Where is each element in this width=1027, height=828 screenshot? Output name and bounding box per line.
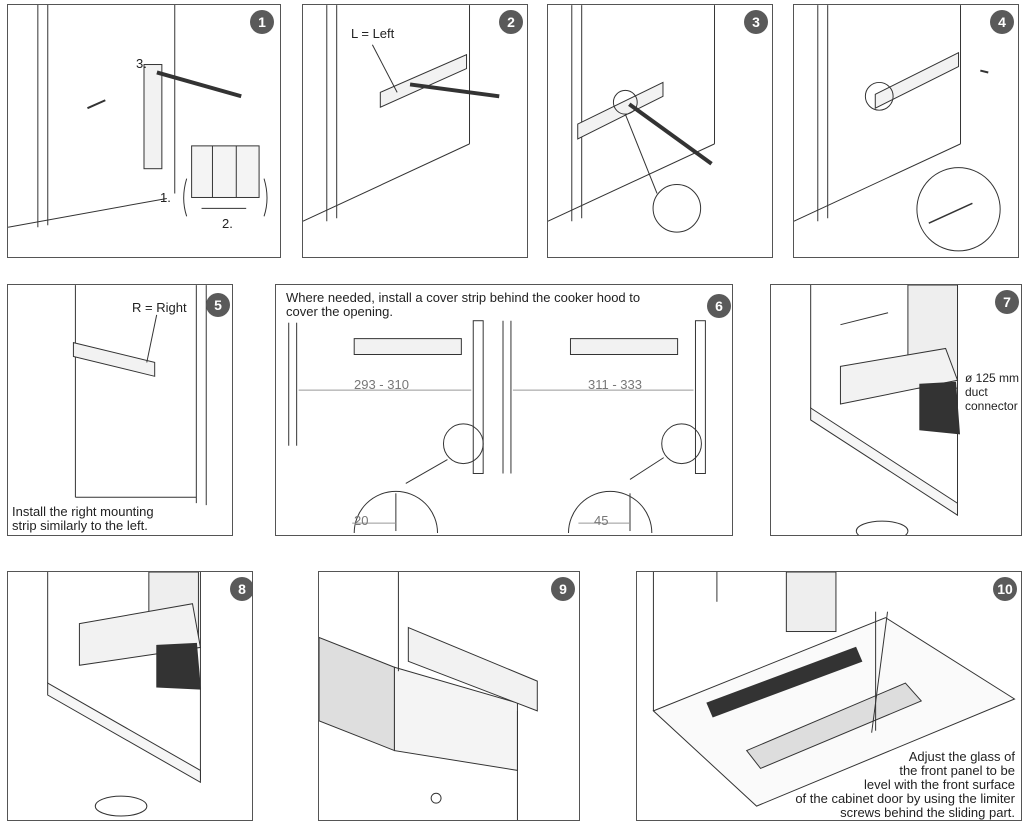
- step-7-panel: 7 ø 125 mm duct connector: [770, 284, 1022, 536]
- step-3-illustration: [548, 5, 716, 233]
- step-5-illustration: [72, 285, 207, 506]
- duct-connector-label-1: ø 125 mm: [965, 371, 1020, 385]
- step-10-caption-line-2: the front panel to be: [899, 763, 1015, 778]
- duct-connector-label-3: connector: [965, 399, 1018, 413]
- left-offset-dim: 20: [354, 513, 369, 528]
- step-1-illustration: [8, 5, 268, 228]
- step-10-caption-line-3: level with the front surface: [863, 777, 1015, 792]
- right-label: R = Right: [132, 300, 187, 315]
- step-label-1: 1.: [160, 190, 171, 205]
- step-2-panel: 2 L = Left: [302, 4, 528, 258]
- step-number-badge: 6: [707, 294, 731, 318]
- step-8-panel: 8: [7, 571, 253, 821]
- step-6-caption-line-2: cover the opening.: [286, 304, 393, 319]
- right-offset-dim: 45: [594, 513, 609, 528]
- step-number-badge: 3: [744, 10, 768, 34]
- step-1-panel: 1 3. 1. 2.: [7, 4, 281, 258]
- step-number-badge: 2: [499, 10, 523, 34]
- step-number-badge: 4: [990, 10, 1014, 34]
- step-4-panel: 4: [793, 4, 1019, 258]
- step-10-caption-line-4: of the cabinet door by using the limiter: [795, 791, 1015, 806]
- step-number-badge: 7: [995, 290, 1019, 314]
- step-number-badge: 10: [993, 577, 1017, 601]
- step-5-caption-line-2: strip similarly to the left.: [12, 518, 148, 533]
- left-label: L = Left: [351, 26, 395, 41]
- step-10-illustration: [652, 572, 1016, 807]
- step-3-panel: 3: [547, 4, 773, 258]
- step-9-illustration: [319, 572, 538, 820]
- step-7-illustration: [810, 285, 961, 535]
- step-9-panel: 9: [318, 571, 580, 821]
- left-distance-range: 293 - 310: [354, 377, 409, 392]
- step-10-caption-line-1: Adjust the glass of: [908, 749, 1015, 764]
- step-6-illustration: [288, 320, 706, 534]
- step-number-badge: 1: [250, 10, 274, 34]
- step-5-caption-line-1: Install the right mounting: [12, 504, 154, 519]
- step-8-illustration: [47, 572, 202, 817]
- step-label-3: 3.: [136, 56, 147, 71]
- step-label-2: 2.: [222, 216, 233, 231]
- step-6-caption-line-1: Where needed, install a cover strip behi…: [286, 290, 641, 305]
- right-distance-range: 311 - 333: [588, 377, 642, 392]
- step-5-panel: 5 R = Right Install the right mounting s…: [7, 284, 233, 536]
- step-number-badge: 8: [230, 577, 252, 601]
- step-2-illustration: [303, 5, 500, 222]
- duct-connector-label-2: duct: [965, 385, 988, 399]
- step-10-caption-line-5: screws behind the sliding part.: [840, 805, 1015, 820]
- step-number-badge: 9: [551, 577, 575, 601]
- step-10-panel: 10 Adjust the glass of the front panel t…: [636, 571, 1022, 821]
- step-4-illustration: [794, 5, 1001, 252]
- step-6-panel: Where needed, install a cover strip behi…: [275, 284, 733, 536]
- step-number-badge: 5: [206, 293, 230, 317]
